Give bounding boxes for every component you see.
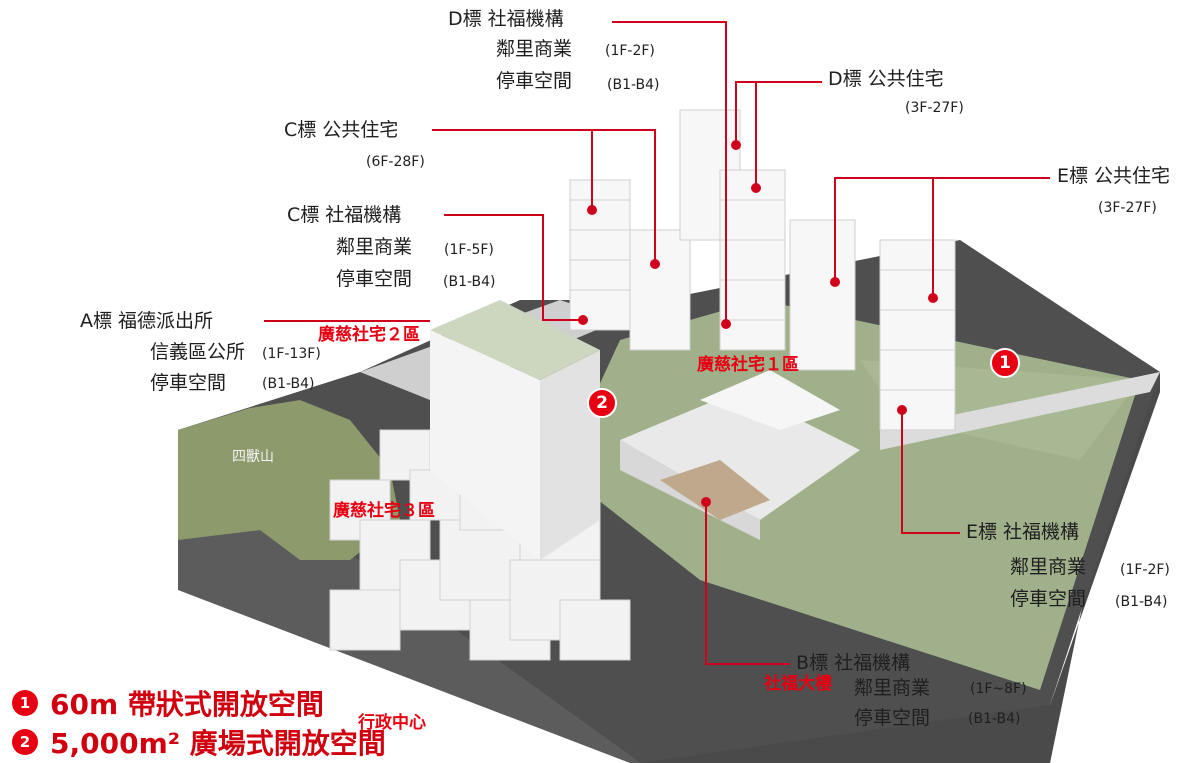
label-c-welfare-line3-floors: (B1-B4): [443, 274, 496, 290]
tower-floor-lines: [570, 199, 955, 391]
building-a: [430, 300, 600, 560]
zone-1-label: 廣慈社宅１區: [697, 355, 799, 375]
label-d-welfare-title: D標 社福機構: [448, 8, 564, 30]
label-c-welfare-title: C標 社福機構: [287, 204, 402, 226]
label-b-welfare-line3: 停車空間: [854, 707, 931, 729]
label-c-housing-floors: (6F-28F): [366, 154, 425, 170]
legend-badge-1: 1: [12, 690, 38, 716]
legend-item-2: 2 5,000m² 廣場式開放空間: [12, 722, 386, 762]
label-d-housing-title: D標 公共住宅: [828, 68, 944, 90]
legend-text-1: 60m 帶狀式開放空間: [50, 688, 324, 721]
label-e-welfare-title: E標 社福機構: [966, 521, 1080, 543]
zone-3-label: 廣慈社宅３區: [333, 501, 435, 521]
label-e-housing-floors: (3F-27F): [1098, 200, 1157, 216]
label-d-welfare-line2-floors: (1F-2F): [605, 43, 655, 59]
legend-badge-2: 2: [12, 729, 38, 755]
label-a-police-line3-floors: (B1-B4): [262, 376, 315, 392]
open-space-2-badge: 2: [587, 388, 617, 418]
label-c-welfare-line2: 鄰里商業: [336, 236, 413, 258]
label-b-welfare-title: B標 社福機構: [796, 652, 911, 674]
label-d-housing-floors: (3F-27F): [905, 100, 964, 116]
mountain-label: 四獸山: [232, 449, 274, 465]
label-e-welfare-line2: 鄰里商業: [1010, 556, 1087, 578]
label-b-welfare-line2-floors: (1F~8F): [970, 681, 1027, 697]
label-e-welfare-line3: 停車空間: [1010, 588, 1087, 610]
open-space-1-badge: 1: [990, 348, 1020, 378]
label-e-housing-title: E標 公共住宅: [1057, 165, 1171, 187]
legend-item-1: 1 60m 帶狀式開放空間: [12, 683, 324, 723]
label-a-police-line2-floors: (1F-13F): [262, 346, 321, 362]
building-b: [620, 370, 860, 540]
label-c-welfare-line3: 停車空間: [336, 268, 413, 290]
label-b-welfare-line2: 鄰里商業: [854, 677, 931, 699]
legend-text-2: 5,000m² 廣場式開放空間: [50, 727, 386, 760]
leader-lines: [264, 21, 1050, 665]
label-d-welfare-line3-floors: (B1-B4): [607, 77, 660, 93]
label-d-welfare-line3: 停車空間: [496, 70, 573, 92]
welfare-building-label: 社福大樓: [764, 674, 832, 694]
label-c-welfare-line2-floors: (1F-5F): [444, 242, 494, 258]
admin-center-label: 行政中心: [358, 713, 426, 733]
label-b-welfare-line3-floors: (B1-B4): [968, 711, 1021, 727]
label-a-police-line3: 停車空間: [150, 372, 227, 394]
label-a-police-title: A標 福德派出所: [80, 310, 214, 332]
label-c-housing-title: C標 公共住宅: [284, 119, 399, 141]
label-a-police-line2: 信義區公所: [150, 341, 246, 363]
zone-2-label: 廣慈社宅２區: [318, 325, 420, 345]
leader-dots: [578, 140, 938, 507]
label-d-welfare-line2: 鄰里商業: [496, 38, 573, 60]
label-e-welfare-line3-floors: (B1-B4): [1115, 594, 1168, 610]
label-e-welfare-line2-floors: (1F-2F): [1120, 562, 1170, 578]
